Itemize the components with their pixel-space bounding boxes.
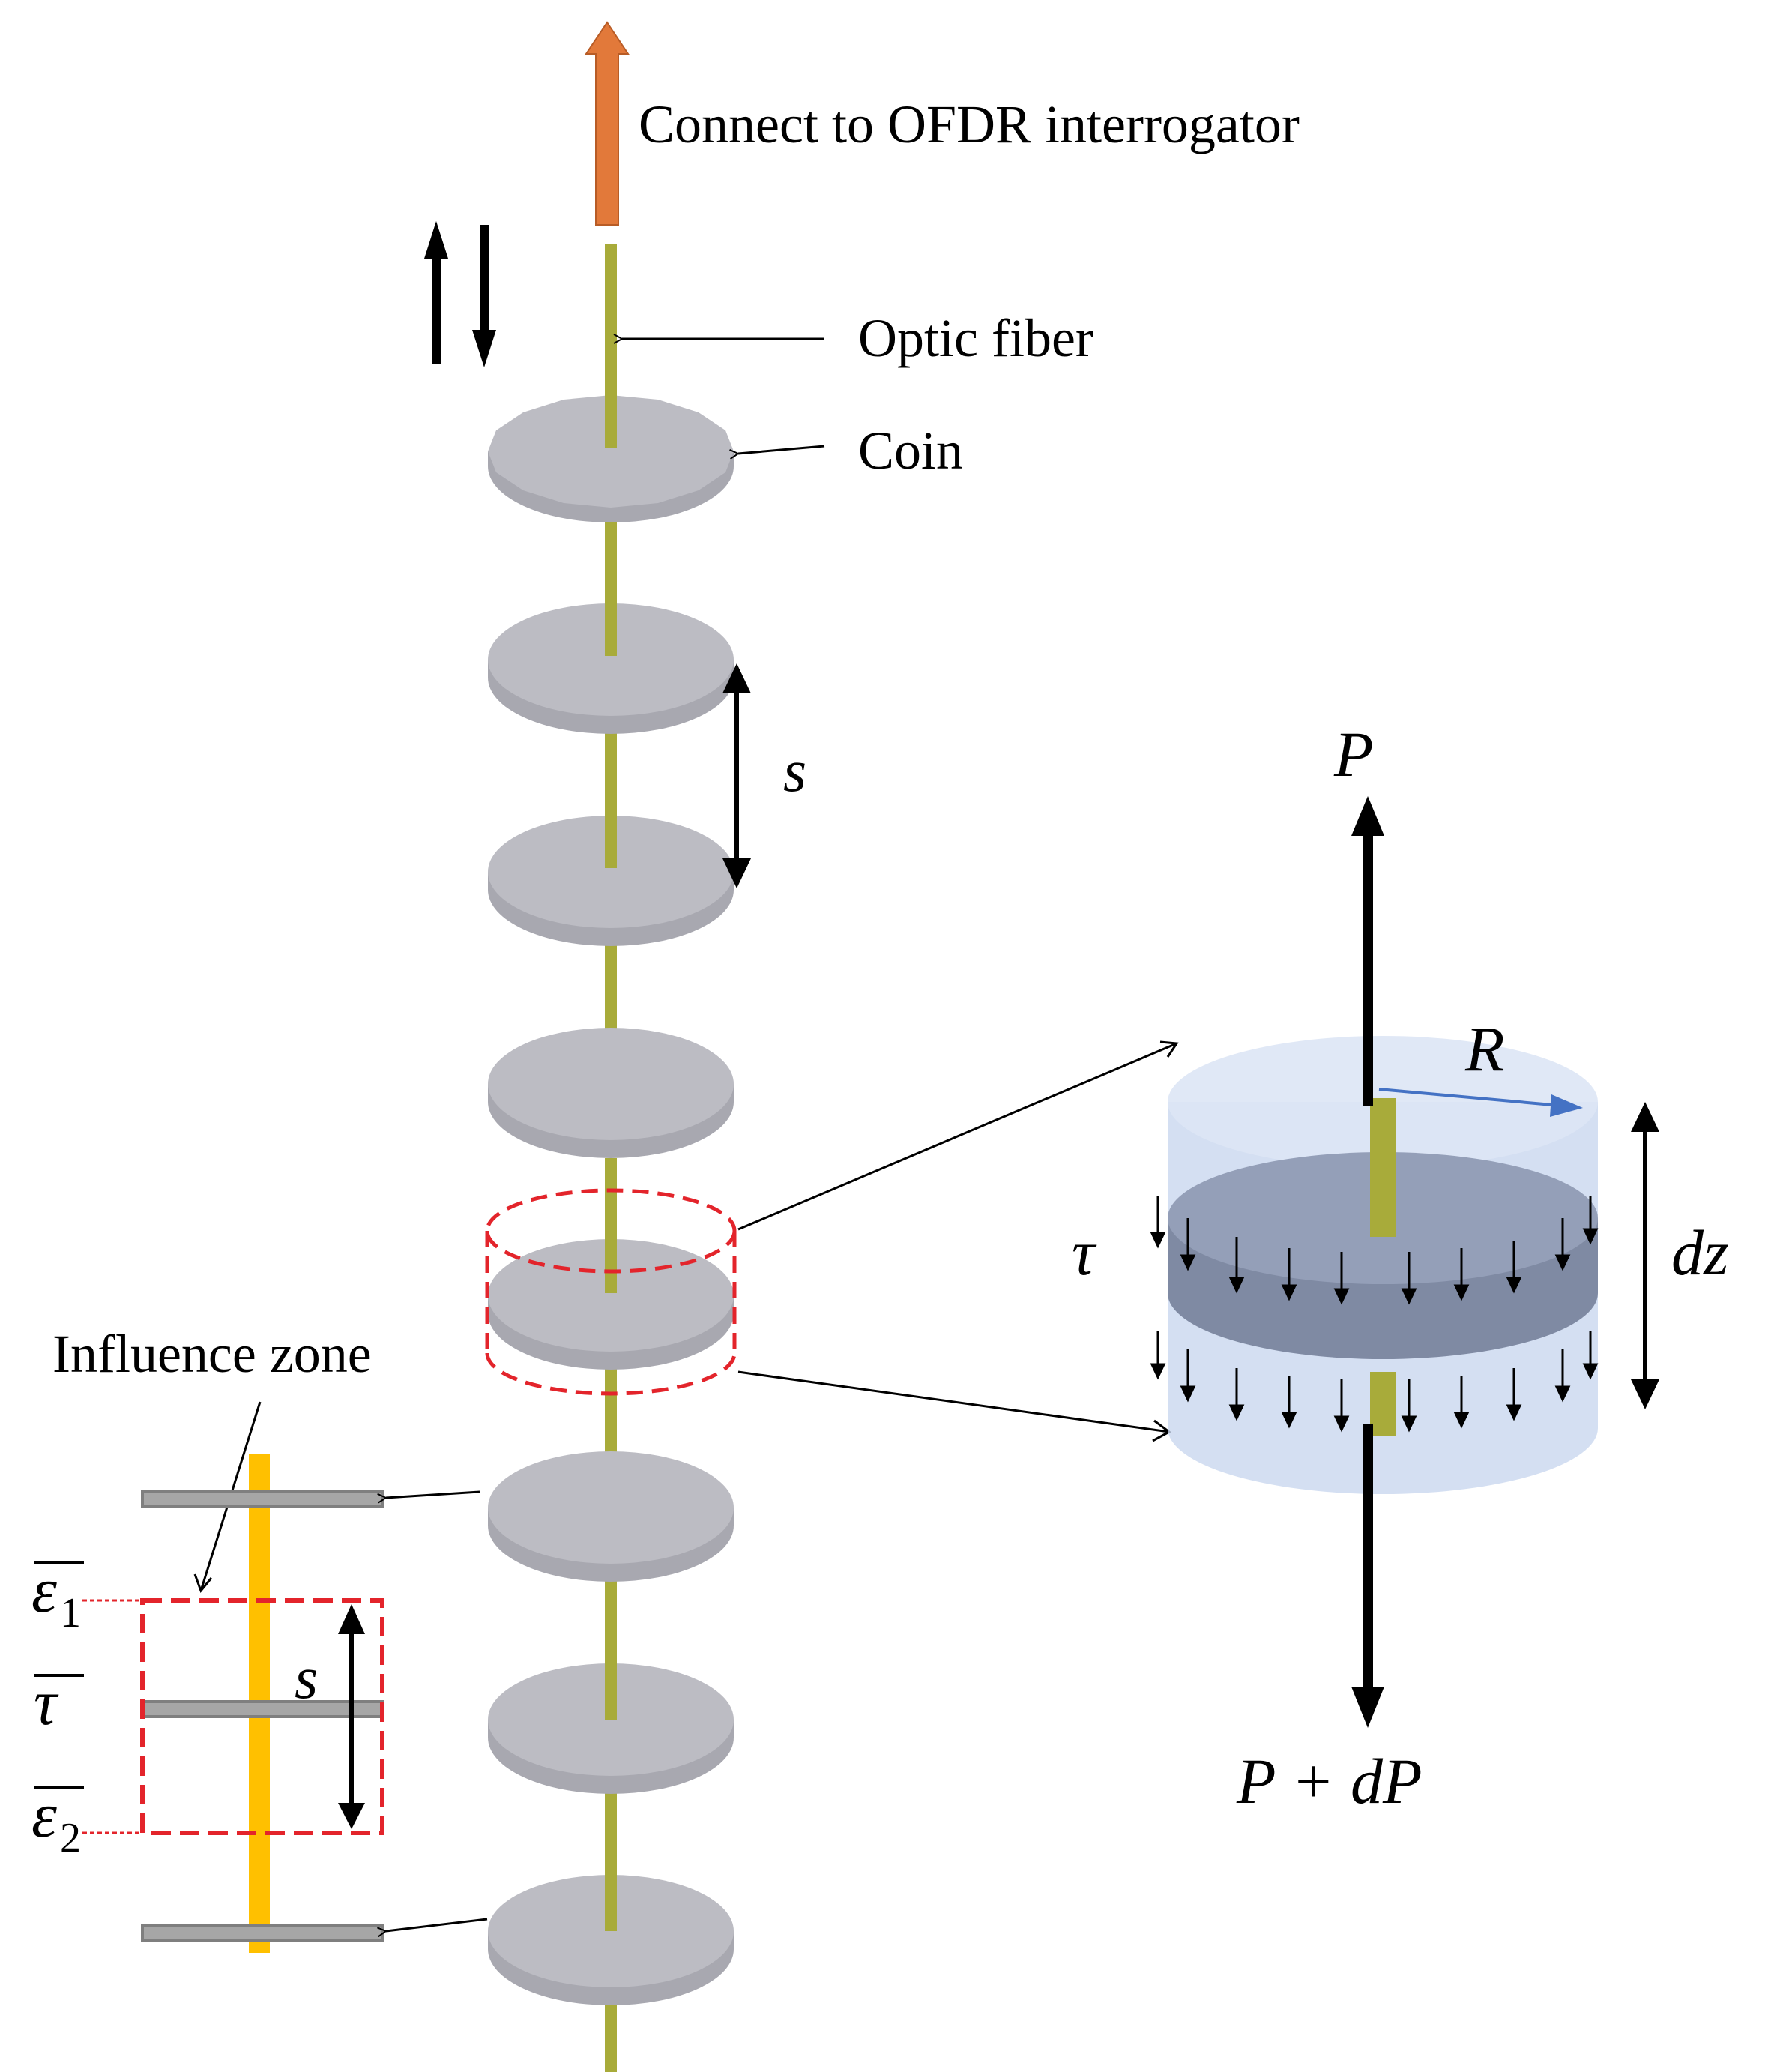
dz-arrow <box>1631 1102 1659 1409</box>
coin-label: Coin <box>858 421 963 481</box>
eps1-symbol: ε <box>31 1554 57 1626</box>
force-top-label: P <box>1333 718 1374 790</box>
plate-pointer-2 <box>386 1918 488 1931</box>
force-arrow-bottom <box>1351 1424 1384 1728</box>
eps1-subscript: 1 <box>60 1590 81 1636</box>
plate-pointer-1 <box>386 1490 480 1498</box>
zoom-line-bottom <box>737 1370 1170 1433</box>
spacing-arrow <box>722 663 751 888</box>
element-cylinder <box>1168 1036 1598 1494</box>
radius-label: R <box>1464 1013 1505 1085</box>
interrogator-arrow <box>585 21 630 226</box>
inset-spacing-label: s <box>295 1645 318 1711</box>
tau-label: τ <box>1072 1217 1097 1289</box>
influence-box <box>140 1598 384 1835</box>
coin-7 <box>488 1663 734 1794</box>
force-bottom-label: P + dP <box>1236 1745 1423 1817</box>
coin-3 <box>488 816 734 946</box>
force-arrow-top <box>1351 796 1384 1106</box>
zoom-line-top <box>737 1042 1177 1231</box>
highlight-zone <box>485 1188 737 1396</box>
coin-8 <box>488 1875 734 2005</box>
optic-fiber-label: Optic fiber <box>858 308 1093 368</box>
coin-5 <box>488 1237 734 1370</box>
coin-4 <box>488 1028 734 1158</box>
inset-spacing-arrow <box>338 1604 365 1829</box>
eps2-subscript: 2 <box>60 1815 81 1861</box>
plate-3 <box>141 1924 384 1942</box>
tau-bar-symbol: τ <box>34 1666 59 1738</box>
coin-pointer <box>738 445 825 454</box>
spacing-label: s <box>783 738 806 804</box>
direction-arrows <box>424 221 496 367</box>
coin-1 <box>488 395 734 522</box>
shear-arrows <box>1150 1196 1599 1433</box>
influence-zone-label: Influence zone <box>52 1324 372 1384</box>
coin-6 <box>488 1451 734 1582</box>
interrogator-label: Connect to OFDR interrogator <box>639 94 1300 154</box>
coin-2 <box>488 603 734 734</box>
influence-inset <box>82 1454 384 1953</box>
eps2-symbol: ε <box>31 1779 57 1851</box>
plate-1 <box>141 1490 384 1508</box>
plate-2 <box>141 1700 384 1718</box>
dz-label: dz <box>1671 1217 1728 1289</box>
radius-arrow <box>1378 1088 1561 1107</box>
